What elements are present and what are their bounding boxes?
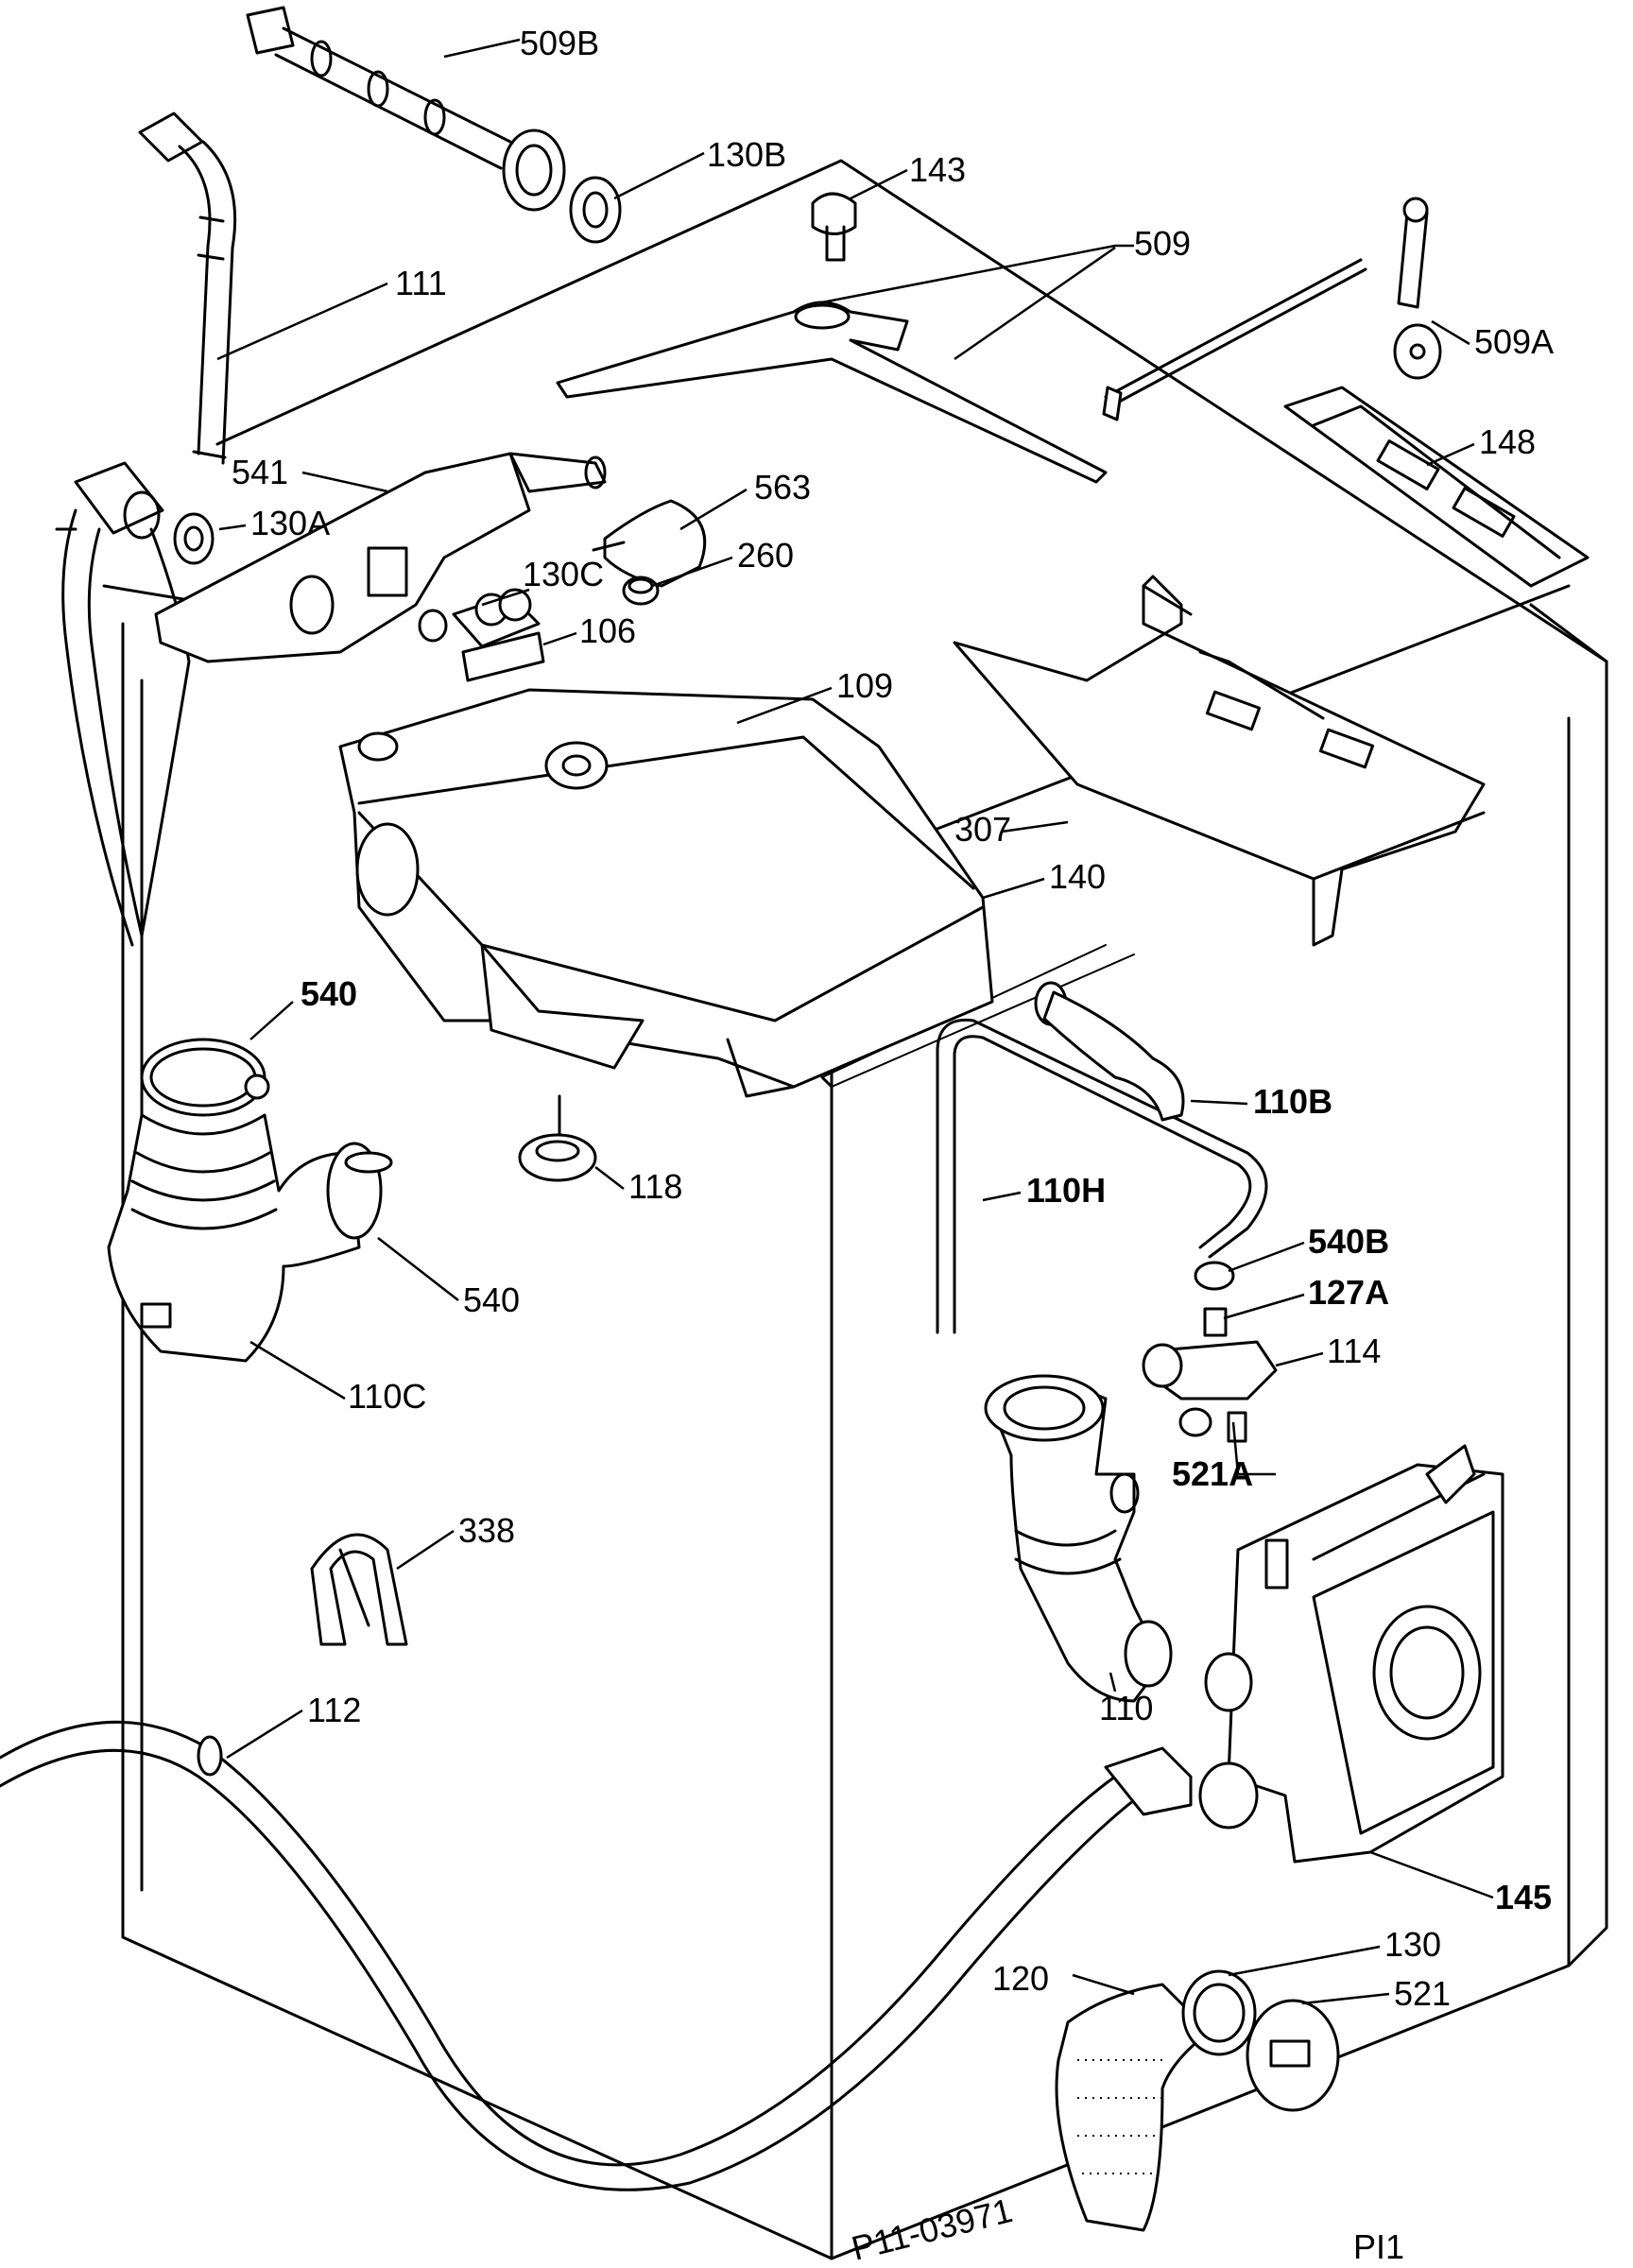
label-540b: 540B — [1308, 1222, 1389, 1261]
drain-hose-112 — [0, 1720, 1193, 2191]
spring-260 — [622, 576, 660, 606]
inlet-hose-509b — [246, 6, 622, 244]
label-260: 260 — [737, 536, 794, 575]
label-110: 110 — [1099, 1689, 1153, 1727]
lever-509 — [556, 301, 1108, 484]
label-540-mid: 540 — [463, 1280, 520, 1319]
label-143: 143 — [909, 150, 966, 189]
label-540-top: 540 — [301, 974, 357, 1013]
label-110h: 110H — [1026, 1171, 1106, 1210]
bellows-110c — [107, 1113, 393, 1363]
drain-valve-118 — [518, 1094, 597, 1182]
label-130c: 130C — [523, 555, 604, 593]
cover-563 — [592, 499, 707, 588]
rod-509a — [1102, 197, 1442, 421]
pipe-110h — [936, 1018, 1268, 1334]
drawing-stamp: P11-03971 — [848, 2191, 1016, 2268]
label-110b: 110B — [1253, 1082, 1332, 1121]
filter-120 — [1055, 1969, 1340, 2232]
hose-110b — [1034, 981, 1185, 1122]
label-112: 112 — [307, 1691, 361, 1729]
inlet-hose-left — [55, 461, 215, 947]
page-code: PI1 — [1353, 2227, 1404, 2266]
clip-338 — [310, 1533, 408, 1646]
label-118: 118 — [628, 1167, 682, 1206]
clamp-540 — [140, 1038, 270, 1117]
label-120: 120 — [992, 1959, 1049, 1998]
drawer-handle-148 — [1283, 386, 1590, 588]
label-338: 338 — [458, 1511, 515, 1550]
label-130: 130 — [1384, 1925, 1441, 1964]
label-111: 111 — [395, 264, 447, 302]
label-110c: 110C — [348, 1377, 426, 1416]
knob-143 — [811, 192, 857, 262]
label-148: 148 — [1479, 422, 1536, 461]
bracket-541 — [154, 452, 607, 663]
inlet-hose-111 — [138, 112, 237, 465]
label-307: 307 — [954, 810, 1011, 849]
leader-lines — [216, 38, 1494, 2005]
label-521: 521 — [1394, 1974, 1451, 2013]
label-509a: 509A — [1474, 322, 1554, 361]
label-114: 114 — [1327, 1332, 1381, 1370]
pressure-parts-114 — [1142, 1261, 1278, 1443]
label-145: 145 — [1495, 1878, 1552, 1916]
drawer-307 — [953, 575, 1486, 947]
label-509: 509 — [1134, 224, 1191, 263]
part-labels: 509B 130B 143 111 509 509A 148 541 130A … — [232, 24, 1554, 2013]
label-109: 109 — [836, 666, 893, 705]
label-509b: 509B — [520, 24, 599, 62]
label-130b: 130B — [707, 135, 786, 174]
dispenser-housing-109 — [338, 688, 994, 1098]
label-106: 106 — [579, 611, 636, 650]
label-130a: 130A — [250, 504, 330, 542]
label-140: 140 — [1049, 857, 1106, 896]
valve-106 — [418, 588, 545, 682]
label-541: 541 — [232, 453, 288, 491]
label-521a: 521A — [1172, 1454, 1253, 1493]
label-127a: 127A — [1308, 1273, 1389, 1312]
elbow-110 — [984, 1374, 1173, 1703]
pump-145 — [1198, 1444, 1504, 1864]
label-563: 563 — [754, 468, 811, 507]
